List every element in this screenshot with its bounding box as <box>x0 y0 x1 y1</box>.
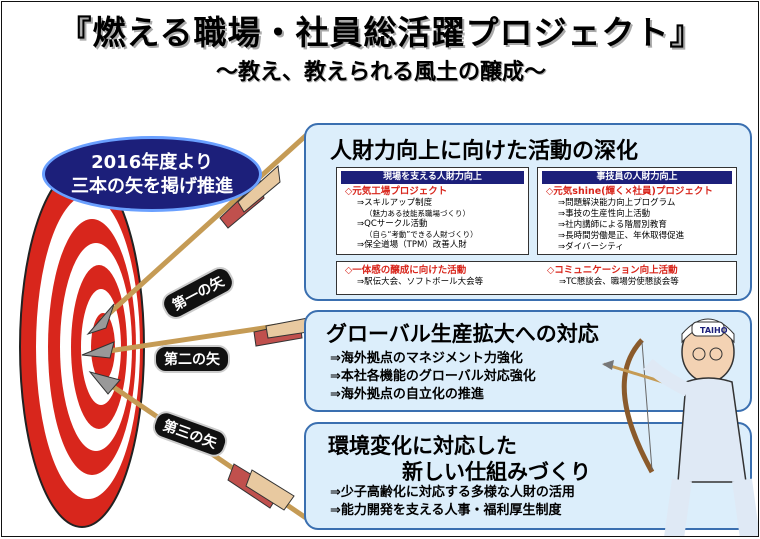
box-frontline-header: 現場を支える人財力向上 <box>341 171 524 184</box>
list-item: ⇒長時間労働是正、年休取得促進 <box>558 231 685 241</box>
list-item: ⇒TC懇談会、職場労使懇談会等 <box>559 277 679 287</box>
list-item: ⇒スキルアップ制度 <box>357 198 433 208</box>
panel-first-arrow: 人財力向上に向けた活動の深化 現場を支える人財力向上 ◇元気工場プロジェクト ⇒… <box>304 123 752 301</box>
cap-logo: TAIHO <box>700 326 728 335</box>
box-frontline-project: ◇元気工場プロジェクト <box>345 186 448 197</box>
second-arrow <box>81 317 318 359</box>
list-item: ⇒少子高齢化に対応する多様な人財の活用 <box>330 485 575 500</box>
panel3-list: ⇒少子高齢化に対応する多様な人財の活用 ⇒能力開発を支える人事・福利厚生制度 <box>330 484 575 520</box>
panel2-title: グローバル生産拡大への対応 <box>326 322 599 346</box>
list-item-note: （魅力ある技能系職場づくり） <box>365 209 470 218</box>
panel3-title-line2: 新しい仕組みづくり <box>402 460 591 484</box>
panel1-title: 人財力向上に向けた活動の深化 <box>330 139 639 164</box>
page-title: 『燃える職場・社員総活躍プロジェクト』 <box>58 13 704 52</box>
list-item-note: （自ら“考動”できる人財づくり） <box>365 230 478 239</box>
page-subtitle: 〜教え、教えられる風土の醸成〜 <box>215 60 546 85</box>
list-item: ⇒事技の生産性向上活動 <box>558 209 651 219</box>
list-item: ⇒能力開発を支える人事・福利厚生制度 <box>330 503 562 518</box>
list-item: ⇒海外拠点の自立化の推進 <box>330 387 484 402</box>
list-item: ⇒駅伝大会、ソフトボール大会等 <box>357 277 484 287</box>
list-item: ⇒QCサークル活動 <box>357 219 428 229</box>
intro-badge: 2016年度より 三本の矢を掲げ推進 <box>42 136 262 212</box>
box-office-header: 事技員の人財力向上 <box>542 171 732 184</box>
second-arrow-label: 第二の矢 <box>154 345 230 373</box>
box-office-talent: 事技員の人財力向上 ◇元気shine(輝く×社員)プロジェクト ⇒問題解決能力向… <box>537 167 737 255</box>
list-item: ⇒保全道場（TPM）改善人財 <box>357 240 467 250</box>
intro-badge-line1: 2016年度より <box>91 152 213 173</box>
list-item: ⇒海外拠点のマネジメント力強化 <box>330 351 523 366</box>
panel-second-arrow: グローバル生産拡大への対応 ⇒海外拠点のマネジメント力強化 ⇒本社各機能のグロー… <box>304 310 752 412</box>
list-item: ⇒ダイバーシティ <box>558 242 624 252</box>
list-item: ⇒社内講師による階層別教育 <box>558 220 667 230</box>
first-arrow <box>86 128 314 336</box>
list-item: ⇒問題解決能力向上プログラム <box>558 198 676 208</box>
panel3-title-line1: 環境変化に対応した <box>328 434 517 458</box>
target-rings <box>19 166 145 528</box>
activities-communication-title: ◇コミュニケーション向上活動 <box>547 265 678 276</box>
activities-unity-title: ◇一体感の醸成に向けた活動 <box>345 265 467 276</box>
activities-communication: ◇コミュニケーション向上活動 ⇒TC懇談会、職場労使懇談会等 <box>547 265 679 288</box>
box-office-project: ◇元気shine(輝く×社員)プロジェクト <box>546 186 713 197</box>
list-item: ⇒本社各機能のグローバル対応強化 <box>330 369 536 384</box>
archer-figure <box>602 318 758 536</box>
box-frontline-talent: 現場を支える人財力向上 ◇元気工場プロジェクト ⇒スキルアップ制度 （魅力ある技… <box>336 167 529 255</box>
activities-unity: ◇一体感の醸成に向けた活動 ⇒駅伝大会、ソフトボール大会等 <box>345 265 483 288</box>
intro-badge-line2: 三本の矢を掲げ推進 <box>71 176 233 197</box>
panel2-list: ⇒海外拠点のマネジメント力強化 ⇒本社各機能のグローバル対応強化 ⇒海外拠点の自… <box>330 350 536 404</box>
box-activities: ◇一体感の醸成に向けた活動 ⇒駅伝大会、ソフトボール大会等 ◇コミュニケーション… <box>336 261 737 295</box>
